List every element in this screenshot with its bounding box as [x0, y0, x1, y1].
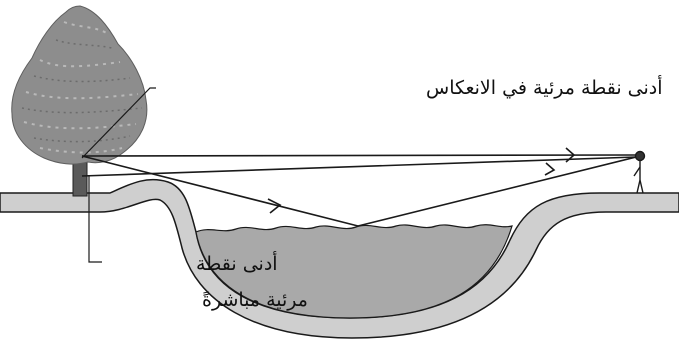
tree	[11, 5, 148, 197]
water	[195, 224, 513, 319]
observer	[633, 150, 646, 194]
leader-direct	[88, 176, 102, 263]
tree-foliage-shade	[21, 39, 143, 143]
observer-head	[634, 150, 646, 162]
label-reflection-lowest-point: أدنى نقطة مرئية في الانعكاس	[426, 75, 663, 99]
arrow-heads	[267, 147, 576, 214]
direct-ray	[81, 156, 637, 177]
leader-reflection	[81, 87, 156, 159]
sight-lines	[81, 154, 637, 227]
reflection-ray-upper	[81, 154, 637, 157]
reflection-ray-reflected	[357, 156, 637, 227]
arrow-direct	[544, 162, 556, 176]
observer-leg-left	[636, 179, 641, 194]
observer-leg-right	[639, 179, 644, 194]
reflection-ray-incident	[81, 155, 359, 227]
tree-foliage-texture	[23, 21, 139, 154]
arrow-upper	[565, 147, 576, 163]
leader-lines	[81, 87, 156, 263]
label-direct-lowest-point-line1: أدنى نقطة	[196, 251, 278, 275]
label-direct-lowest-point-line2: مرئية مباشرةً	[202, 289, 308, 311]
arrow-incident	[267, 198, 282, 214]
observer-arm	[633, 166, 641, 177]
tree-foliage	[11, 5, 148, 165]
